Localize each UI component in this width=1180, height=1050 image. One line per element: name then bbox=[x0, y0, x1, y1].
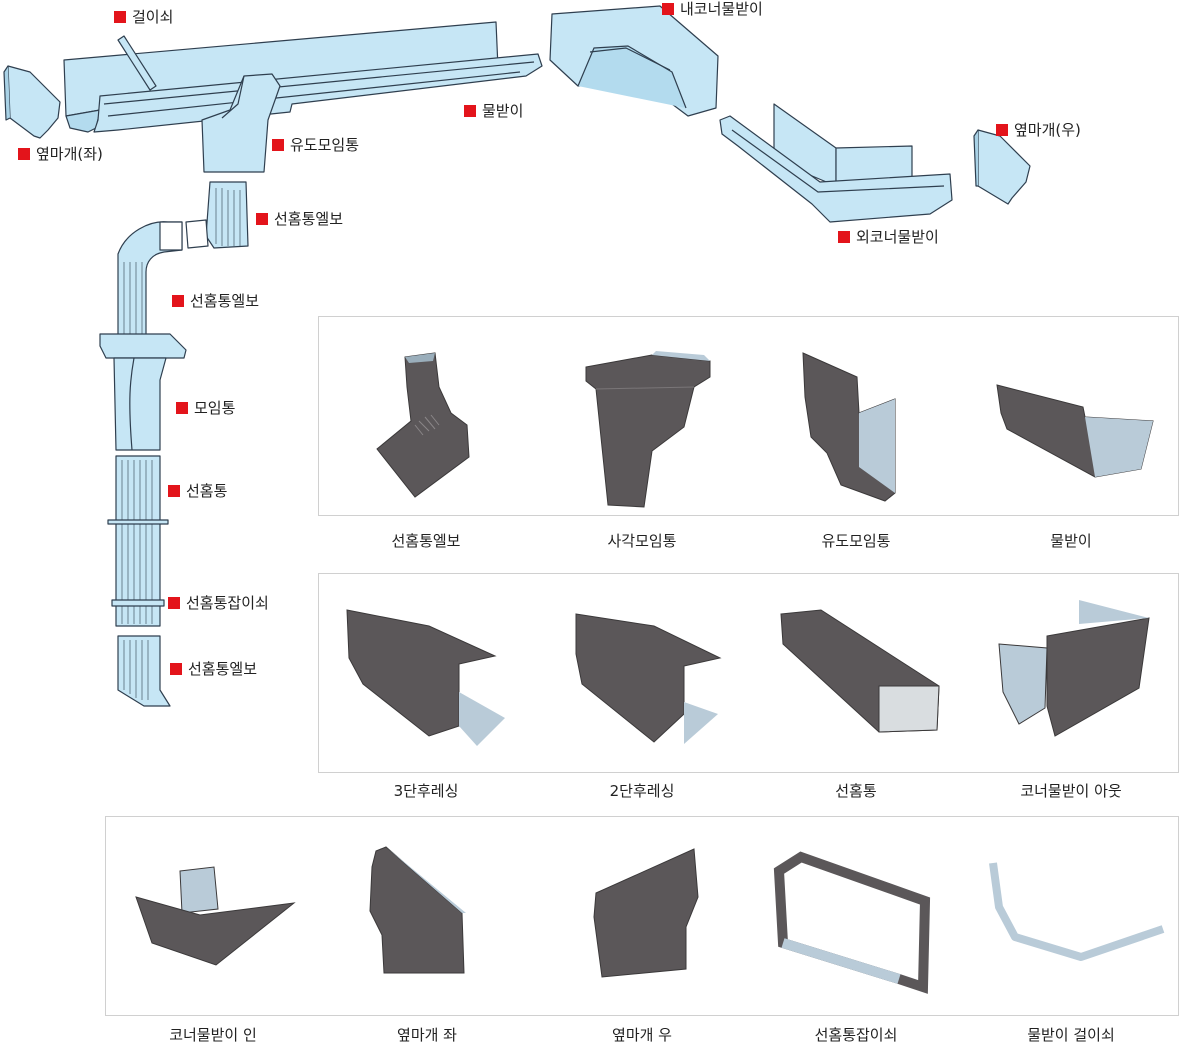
caption-outer-corner: 코너물받이 아웃 bbox=[1020, 782, 1122, 800]
product-card-downpipe[interactable] bbox=[749, 573, 964, 773]
red-marker-icon bbox=[176, 402, 188, 414]
product-card-end-cap-left[interactable] bbox=[320, 816, 535, 1016]
inner-corner-gutter-shape bbox=[549, 5, 719, 117]
product-card-end-cap-right[interactable] bbox=[534, 816, 750, 1016]
product-card-outlet-box[interactable] bbox=[749, 316, 964, 516]
caption-downpipe: 선홈통 bbox=[835, 782, 877, 800]
caption-flashing-2: 2단후레싱 bbox=[609, 782, 675, 800]
label-gutter: 물받이 bbox=[464, 102, 523, 120]
product-card-inner-corner[interactable] bbox=[105, 816, 321, 1016]
product-card-pipe-clamp[interactable] bbox=[749, 816, 964, 1016]
red-marker-icon bbox=[996, 124, 1008, 136]
caption-square-collector: 사각모임통 bbox=[607, 532, 677, 550]
label-collector: 모임통 bbox=[176, 399, 235, 417]
end-cap-left-icon bbox=[369, 846, 466, 974]
label-outlet-box: 유도모임통 bbox=[272, 136, 359, 154]
gutter-icon bbox=[996, 384, 1154, 478]
red-marker-icon bbox=[464, 105, 476, 117]
outer-corner-icon bbox=[998, 600, 1150, 737]
label-downpipe: 선홈통 bbox=[168, 482, 227, 500]
product-card-flashing-3[interactable] bbox=[318, 573, 535, 773]
gutter-hook-icon bbox=[989, 862, 1165, 961]
outlet-box-icon bbox=[802, 352, 896, 502]
inner-corner-icon bbox=[135, 866, 296, 966]
red-marker-icon bbox=[168, 485, 180, 497]
end-cap-left-shape bbox=[3, 65, 61, 139]
caption-inner-corner: 코너물받이 인 bbox=[169, 1026, 257, 1044]
red-marker-icon bbox=[272, 139, 284, 151]
caption-gutter: 물받이 bbox=[1050, 532, 1092, 550]
red-marker-icon bbox=[172, 295, 184, 307]
red-marker-icon bbox=[256, 213, 268, 225]
caption-gutter-hook: 물받이 걸이쇠 bbox=[1027, 1026, 1115, 1044]
red-marker-icon bbox=[114, 11, 126, 23]
red-marker-icon bbox=[168, 597, 180, 609]
main-gutter-shape bbox=[63, 21, 543, 133]
product-card-elbow[interactable] bbox=[318, 316, 535, 516]
red-marker-icon bbox=[170, 663, 182, 675]
red-marker-icon bbox=[18, 148, 30, 160]
caption-elbow: 선홈통엘보 bbox=[391, 532, 461, 550]
flashing-3-icon bbox=[346, 609, 505, 746]
collector-shape bbox=[99, 333, 187, 451]
elbow-mid-shape bbox=[117, 221, 183, 337]
hook-shape bbox=[117, 35, 157, 91]
caption-outlet-box: 유도모임통 bbox=[821, 532, 891, 550]
elbow-top-shape bbox=[185, 181, 249, 249]
label-inner-corner: 내코너물받이 bbox=[662, 0, 763, 18]
caption-pipe-clamp: 선홈통잡이쇠 bbox=[814, 1026, 898, 1044]
label-pipe-clamp: 선홈통잡이쇠 bbox=[168, 594, 269, 612]
product-card-gutter[interactable] bbox=[963, 316, 1179, 516]
elbow-icon bbox=[376, 352, 470, 498]
flashing-2-icon bbox=[575, 613, 722, 744]
downpipe-shape bbox=[107, 455, 169, 627]
product-card-square-collector[interactable] bbox=[534, 316, 750, 516]
product-card-outer-corner[interactable] bbox=[963, 573, 1179, 773]
label-elbow-top: 선홈통엘보 bbox=[256, 210, 343, 228]
product-card-flashing-2[interactable] bbox=[534, 573, 750, 773]
outlet-box-shape bbox=[201, 73, 281, 173]
end-cap-right-icon bbox=[593, 848, 699, 978]
label-end-cap-left: 옆마개(좌) bbox=[18, 145, 103, 163]
label-elbow-mid: 선홈통엘보 bbox=[172, 292, 259, 310]
red-marker-icon bbox=[662, 3, 674, 15]
caption-end-cap-left: 옆마개 좌 bbox=[397, 1026, 457, 1044]
label-hook: 걸이쇠 bbox=[114, 8, 173, 26]
caption-end-cap-right: 옆마개 우 bbox=[612, 1026, 672, 1044]
end-cap-right-shape bbox=[973, 129, 1031, 205]
outer-corner-gutter-shape bbox=[719, 103, 953, 223]
red-marker-icon bbox=[838, 231, 850, 243]
elbow-bottom-shape bbox=[117, 635, 171, 707]
label-end-cap-right: 옆마개(우) bbox=[996, 121, 1081, 139]
square-collector-icon bbox=[585, 351, 711, 508]
caption-flashing-3: 3단후레싱 bbox=[393, 782, 459, 800]
label-outer-corner: 외코너물받이 bbox=[838, 228, 939, 246]
pipe-clamp-icon bbox=[773, 851, 931, 994]
downpipe-icon bbox=[780, 609, 940, 733]
product-card-gutter-hook[interactable] bbox=[963, 816, 1179, 1016]
label-elbow-bottom: 선홈통엘보 bbox=[170, 660, 257, 678]
